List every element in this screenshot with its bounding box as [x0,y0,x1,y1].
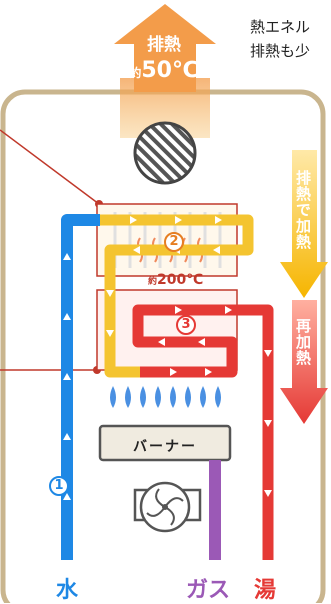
exhaust-fan-disc [133,121,197,185]
burner-flames [110,386,221,408]
hot-water-label: 湯 [254,578,277,603]
note-line-2: 排熱も少 [250,42,311,60]
water-pipe [61,214,100,560]
note-line-1: 熱エネル [250,18,311,36]
burner-label: バーナー [133,439,197,455]
exchanger-temp-value: 200℃ [157,272,204,288]
marker-3: 3 [176,315,196,335]
reheat-arrow [280,300,328,424]
exhaust-title: 排熱 [147,35,181,55]
primary-flow-arrows [158,306,272,497]
exchanger-temperature: 約200℃ [148,272,203,288]
water-label: 水 [56,578,79,603]
primary-exchanger-box [96,289,238,371]
primary-coil [132,304,274,560]
gas-pipe [209,460,221,560]
marker-2: 2 [164,232,184,252]
marker-1: 1 [49,476,69,496]
water-flow-arrows [63,253,71,500]
exhaust-temp-prefix: 約 [129,66,142,80]
exhaust-temp-value: 50℃ [141,58,199,83]
reheat-label: 再加熱 [294,318,312,366]
exchanger-temp-prefix: 約 [148,277,158,287]
reheat-exhaust-arrow [280,150,328,298]
burner-box [98,424,232,462]
leader-line-top [0,129,100,205]
exhaust-temperature: 約50℃ [128,58,200,83]
exhaust-arrow [114,4,216,92]
reheat-exhaust-label: 排熱で加熱 [294,170,312,250]
gas-label: ガス [186,578,231,603]
